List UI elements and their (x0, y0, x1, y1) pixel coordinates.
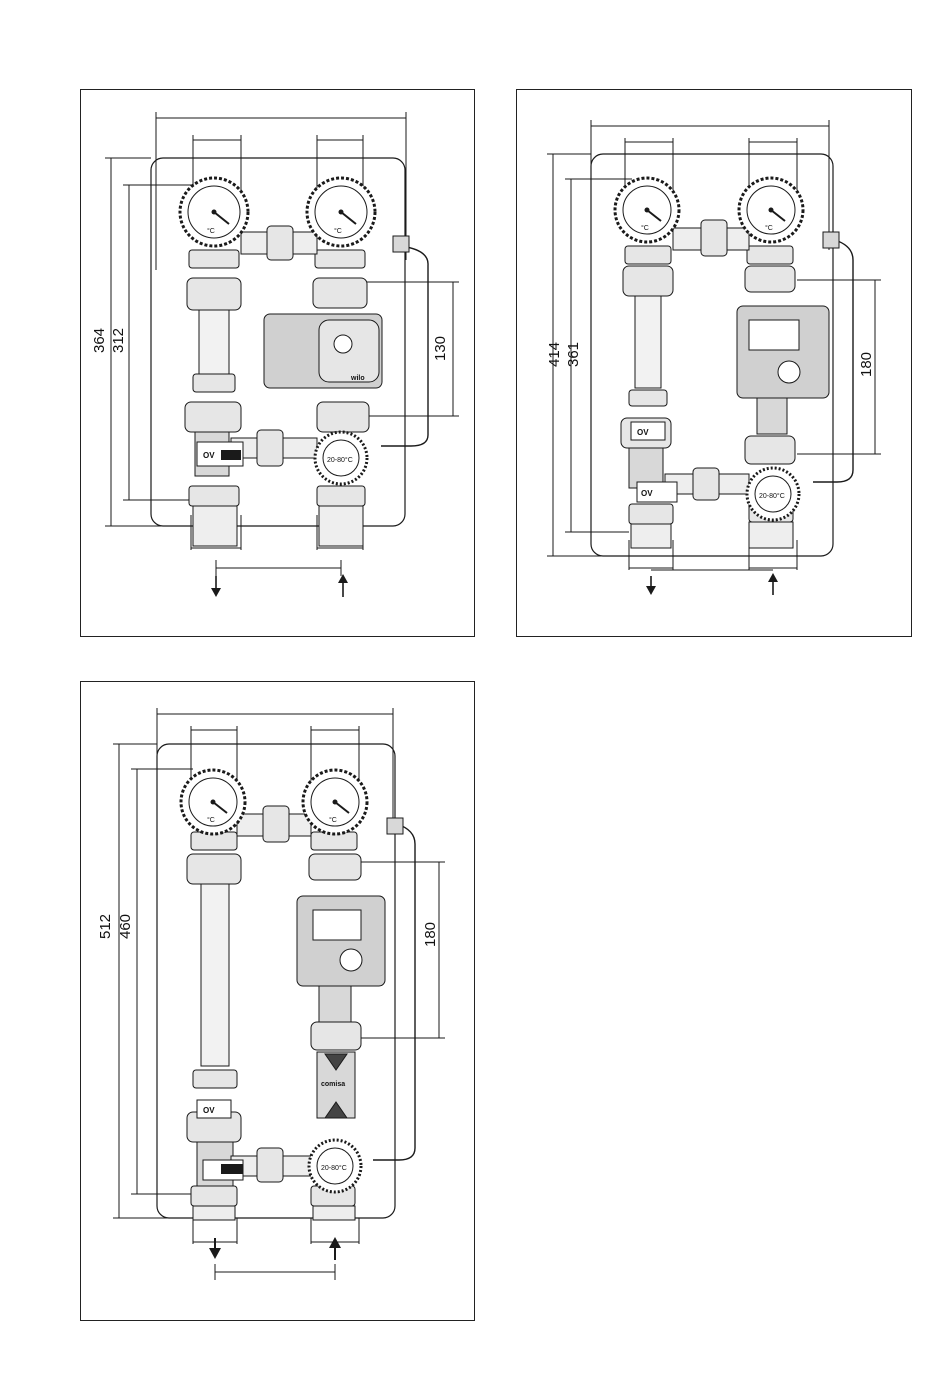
thermometer-right: °C (303, 770, 367, 834)
height-outer-label: 364 (91, 328, 108, 353)
svg-text:OV: OV (641, 489, 653, 498)
thermometer-left: °C (615, 178, 679, 242)
svg-text:20-80°C: 20-80°C (327, 456, 353, 464)
svg-text:°C: °C (329, 816, 337, 824)
svg-text:OV: OV (637, 428, 649, 437)
height-outer-label: 512 (97, 914, 114, 939)
thermometer-left: °C (181, 770, 245, 834)
ov-valve: OV (197, 442, 243, 466)
svg-text:°C: °C (207, 816, 215, 824)
thermometer-right: °C (739, 178, 803, 242)
mixer-valve-gauge: 20-80°C (309, 1140, 361, 1192)
flow-arrows (209, 1237, 341, 1260)
svg-text:°C: °C (641, 224, 649, 232)
pump-station-drawing-c: °C °C 20-80°C OV comisa (81, 682, 476, 1322)
ov-valve-upper: OV (197, 1100, 231, 1118)
svg-text:°C: °C (207, 227, 215, 235)
svg-text:OV: OV (203, 1106, 215, 1115)
diagram-panel-c: °C °C 20-80°C OV comisa 512 460 180 (80, 681, 475, 1321)
pump-station-drawing-a: °C °C 20-80°C OV wilo (81, 90, 476, 638)
ov-valve-upper: OV (631, 422, 665, 440)
mixer-valve-gauge: 20-80°C (315, 432, 367, 484)
svg-text:20-80°C: 20-80°C (759, 492, 785, 500)
thermometer-left: °C (180, 178, 248, 246)
height-inner-label: 460 (117, 914, 134, 939)
mixer-valve-gauge: 20-80°C (747, 468, 799, 520)
height-outer-label: 414 (546, 342, 563, 367)
pump-brand: wilo (350, 375, 365, 382)
pump-spacing-label: 130 (432, 336, 449, 361)
ov-valve-lower: OV (637, 482, 677, 502)
diagram-panel-b: °C °C 20-80°C OV OV 414 361 180 (516, 89, 912, 637)
flow-arrows (211, 574, 348, 597)
diagram-panel-a: °C °C 20-80°C OV wilo 364 312 130 (80, 89, 475, 637)
svg-text:OV: OV (203, 451, 215, 460)
svg-text:20-80°C: 20-80°C (321, 1164, 347, 1172)
valve-brand: comisa (321, 1081, 345, 1088)
flow-arrows (646, 573, 778, 595)
pump-spacing-label: 180 (858, 352, 875, 377)
svg-text:°C: °C (765, 224, 773, 232)
height-inner-label: 361 (565, 342, 582, 367)
thermometer-right: °C (307, 178, 375, 246)
height-inner-label: 312 (110, 328, 127, 353)
svg-text:°C: °C (334, 227, 342, 235)
ov-valve-lower (203, 1160, 243, 1180)
pump-spacing-label: 180 (422, 922, 439, 947)
